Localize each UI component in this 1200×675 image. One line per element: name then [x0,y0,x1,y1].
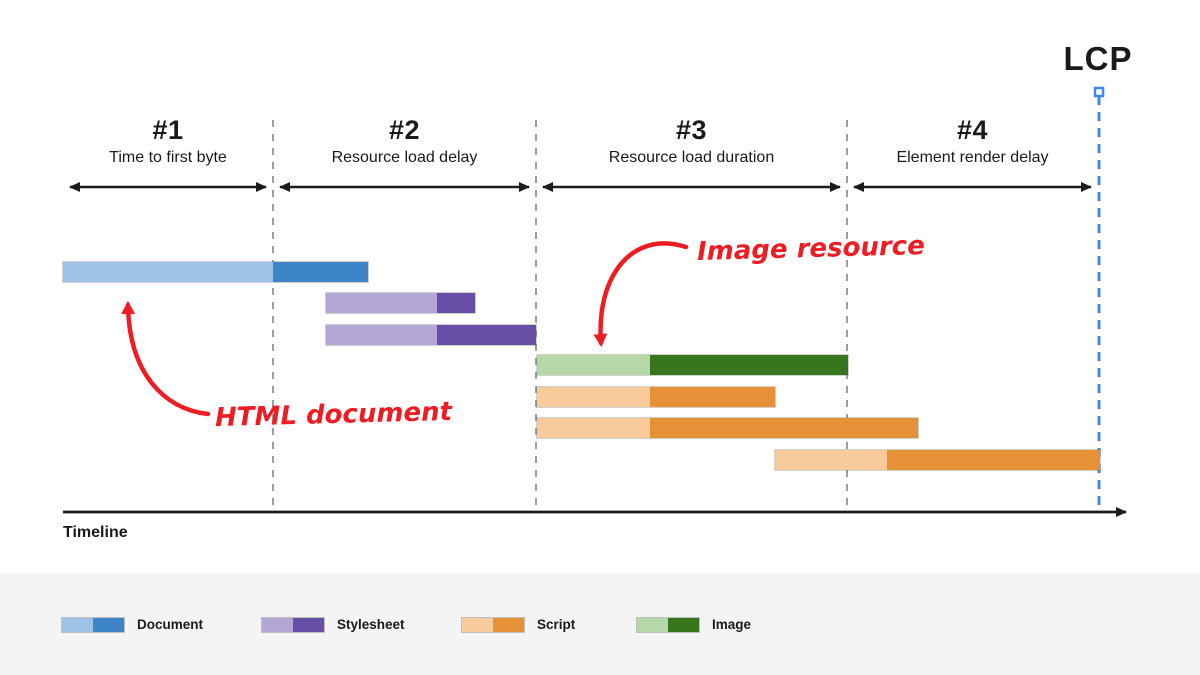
legend-swatch-dark [493,617,524,632]
image-bar-light-segment [537,355,650,375]
stylesheet-bar [326,325,536,345]
phase-label: Resource load delay [331,149,478,166]
legend-item-stylesheet: Stylesheet [262,617,405,632]
legend-label: Document [137,617,204,632]
phase-number: #3 [675,115,708,145]
legend-swatch-dark [668,617,699,632]
script-bar-light-segment [537,387,650,407]
document-bar [63,262,368,282]
phase-label: Element render delay [896,149,1049,166]
stylesheet-bar-dark-segment [437,325,536,345]
stylesheet-bar-light-segment [326,325,437,345]
script-bar-light-segment [537,418,650,438]
legend-swatch-script [462,617,524,632]
legend-swatch-dark [293,617,324,632]
phase-label: Resource load duration [608,149,775,166]
annotation-arrow-2 [593,241,689,347]
script-bar [775,450,1100,470]
legend-item-script: Script [462,617,575,632]
legend-label: Stylesheet [337,617,405,632]
stylesheet-bar-dark-segment [437,293,475,313]
script-bar-dark-segment [887,450,1100,470]
lcp-label: LCP [1063,40,1133,77]
phase-number: #4 [956,115,989,145]
legend-swatch-image [637,617,699,632]
phase-label: Time to first byte [109,149,227,166]
annotation-text-2: Image resource [696,231,926,267]
script-bar-light-segment [775,450,887,470]
legend-swatch-dark [93,617,124,632]
legend-label: Image [712,617,752,632]
annotation-arrow-1 [121,301,211,417]
legend-item-image: Image [637,617,751,632]
script-bar-dark-segment [650,387,775,407]
legend-swatch-stylesheet [262,617,324,632]
legend-swatch-light [462,617,493,632]
script-bar [537,418,918,438]
stylesheet-bar-light-segment [326,293,437,313]
legend-swatch-document [62,617,124,632]
legend-swatch-light [62,617,93,632]
document-bar-light-segment [63,262,273,282]
legend-item-document: Document [62,617,203,632]
script-bar [537,387,775,407]
legend-label: Script [537,617,576,632]
image-bar [537,355,848,375]
legend-band: Document Stylesheet Script Image [0,573,1200,675]
script-bar-dark-segment [650,418,918,438]
annotation-text-1: HTML document [214,396,453,434]
phase-number: #2 [388,115,421,145]
image-bar-dark-segment [650,355,848,375]
document-bar-dark-segment [273,262,368,282]
legend-swatch-light [262,617,293,632]
lcp-marker-square [1093,86,1105,98]
stylesheet-bar [326,293,475,313]
timeline-axis-label: Timeline [63,524,128,541]
legend-swatch-light [637,617,668,632]
phase-number: #1 [152,115,184,145]
